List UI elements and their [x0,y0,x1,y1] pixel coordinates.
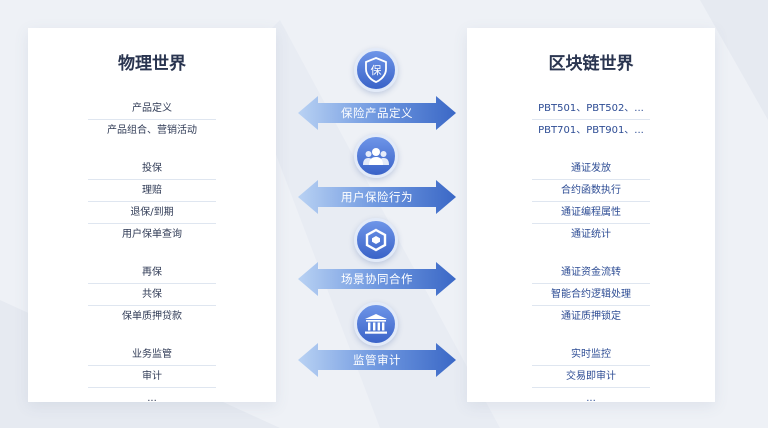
list-item: 交易即审计 [532,366,650,388]
list-item: PBT501、PBT502、... [532,98,650,120]
list-item: 再保 [88,262,216,284]
arrow-scenario-collaboration: 场景协同合作 [298,262,456,296]
list-item: 合约函数执行 [532,180,650,202]
blockchain-world-panel: 区块链世界 PBT501、PBT502、... PBT701、PBT901、..… [467,28,715,404]
audit-group: 业务监管 审计 ... [88,344,216,409]
list-item: ... [586,393,596,404]
arrow-regulatory-audit: 监管审计 [298,343,456,377]
physical-world-title: 物理世界 [118,54,186,74]
users-icon [354,134,398,178]
hexagon-icon [354,218,398,262]
arrow-label: 监管审计 [353,353,401,367]
list-item: 产品定义 [88,98,216,120]
list-item: 投保 [88,158,216,180]
list-item: 产品组合、营销活动 [107,125,197,136]
list-item: ... [147,393,157,404]
arrow-label: 用户保险行为 [341,190,413,204]
list-item: 通证发放 [532,158,650,180]
list-item: 退保/到期 [88,202,216,224]
product-group: 产品定义 产品组合、营销活动 [88,98,216,141]
token-ops-group: 通证发放 合约函数执行 通证编程属性 通证统计 [532,158,650,245]
list-item: 理赔 [88,180,216,202]
svg-text:保: 保 [371,63,382,77]
list-item: 共保 [88,284,216,306]
list-item: 智能合约逻辑处理 [532,284,650,306]
physical-world-panel: 物理世界 产品定义 产品组合、营销活动 投保 理赔 退保/到期 用户保单查询 再… [28,28,276,404]
arrow-label: 保险产品定义 [341,106,413,120]
contract-group: 通证资金流转 智能合约逻辑处理 通证质押锁定 [532,262,650,327]
list-item: 通证资金流转 [532,262,650,284]
token-group: PBT501、PBT502、... PBT701、PBT901、... [532,98,650,141]
behavior-group: 投保 理赔 退保/到期 用户保单查询 [88,158,216,245]
arrow-insurance-product-definition: 保险产品定义 [298,96,456,130]
list-item: 实时监控 [532,344,650,366]
list-item: 业务监管 [88,344,216,366]
list-item: PBT701、PBT901、... [538,125,644,136]
cooperation-group: 再保 共保 保单质押贷款 [88,262,216,327]
bank-icon [354,302,398,346]
arrow-label: 场景协同合作 [341,272,413,286]
arrow-user-insurance-behavior: 用户保险行为 [298,180,456,214]
list-item: 通证质押锁定 [561,311,621,322]
shield-char-icon: 保 [354,48,398,92]
list-item: 通证编程属性 [532,202,650,224]
list-item: 通证统计 [571,229,611,240]
list-item: 保单质押贷款 [122,311,182,322]
blockchain-world-title: 区块链世界 [548,54,634,74]
list-item: 审计 [88,366,216,388]
list-item: 用户保单查询 [122,229,182,240]
monitor-group: 实时监控 交易即审计 ... [532,344,650,409]
